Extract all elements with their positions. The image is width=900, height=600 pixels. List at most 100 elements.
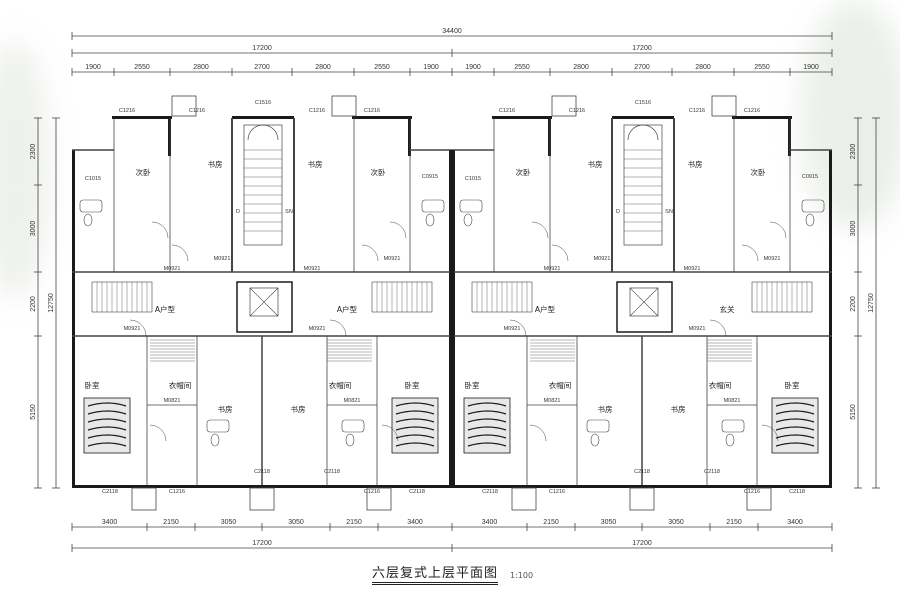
partition xyxy=(249,287,279,317)
balcony-box xyxy=(171,95,197,117)
room-label: 次卧 xyxy=(136,167,151,177)
toilet xyxy=(590,433,600,447)
door-swing xyxy=(361,244,379,262)
toilet xyxy=(463,213,473,227)
bed-pattern xyxy=(775,426,815,431)
bottom-segment-dimension-label: 3050 xyxy=(221,519,237,526)
toilet xyxy=(425,213,435,227)
left-side-dimension-label: 2200 xyxy=(30,296,37,312)
segment-dimension-label: 2700 xyxy=(254,64,270,71)
wall xyxy=(452,485,832,488)
segment-dimension-label: 2550 xyxy=(134,64,150,71)
bed-pattern xyxy=(775,434,815,439)
wall xyxy=(829,150,832,488)
bed-pattern xyxy=(87,402,127,407)
room-label: 书房 xyxy=(308,159,323,169)
bed-pattern xyxy=(87,442,127,447)
bottom-segment-dimension-label: 3400 xyxy=(482,519,498,526)
opening-code: C1015 xyxy=(85,176,101,182)
door-swing xyxy=(741,244,759,262)
bed-pattern xyxy=(467,426,507,431)
opening-code: C2118 xyxy=(704,469,720,475)
right-side-dimension-label: 3000 xyxy=(850,221,857,237)
bathtub xyxy=(459,199,483,213)
room-label: 玄关 xyxy=(720,304,735,314)
wall xyxy=(408,116,411,156)
partition xyxy=(629,287,659,317)
door-swing xyxy=(149,424,167,442)
room-label: A户型 xyxy=(337,304,358,314)
toilet xyxy=(83,213,93,227)
wall xyxy=(72,150,75,488)
opening-code: C2118 xyxy=(102,489,118,495)
door-swing xyxy=(531,221,549,239)
bed-pattern xyxy=(775,418,815,423)
bottom-segment-dimension-label: 3400 xyxy=(102,519,118,526)
door-swing xyxy=(509,319,527,337)
room-label: 卧室 xyxy=(785,380,800,390)
room-label: 卧室 xyxy=(405,380,420,390)
opening-code: C1216 xyxy=(364,108,380,114)
opening-code: C0915 xyxy=(802,174,818,180)
segment-dimension-label: 2550 xyxy=(514,64,530,71)
opening-code: C1015 xyxy=(465,176,481,182)
door-swing xyxy=(389,221,407,239)
balcony-box xyxy=(131,487,157,511)
wall xyxy=(112,116,172,119)
bottom-segment-dimension-label: 3050 xyxy=(288,519,304,526)
opening-code: M0921 xyxy=(544,266,561,272)
segment-dimension-label: 2800 xyxy=(315,64,331,71)
opening-code: M0821 xyxy=(544,398,561,404)
bottom-segment-dimension-label: 2150 xyxy=(163,519,179,526)
wall xyxy=(232,116,294,119)
right-side-dimension-label: 2300 xyxy=(850,144,857,160)
right-total-dimension-label: 12750 xyxy=(868,293,875,313)
opening-code: M0921 xyxy=(384,256,401,262)
wall xyxy=(352,116,412,119)
door-swing xyxy=(761,424,779,442)
wall xyxy=(548,116,551,156)
opening-code: M0921 xyxy=(764,256,781,262)
opening-code: M0921 xyxy=(304,266,321,272)
bed-pattern xyxy=(467,402,507,407)
opening-code: C2118 xyxy=(634,469,650,475)
door-swing xyxy=(151,221,169,239)
bottom-segment-dimension-label: 3400 xyxy=(407,519,423,526)
stair-label-dn: D xyxy=(236,209,240,215)
stair-curve xyxy=(247,124,279,141)
door-swing xyxy=(381,424,399,442)
door-swing xyxy=(129,319,147,337)
opening-code: C2118 xyxy=(409,489,425,495)
door-swing xyxy=(171,244,189,262)
segment-dimension-label: 1900 xyxy=(423,64,439,71)
opening-code: M0821 xyxy=(164,398,181,404)
bed-pattern xyxy=(395,402,435,407)
party-wall xyxy=(450,150,454,488)
bed-pattern xyxy=(467,418,507,423)
bathtub xyxy=(721,419,745,433)
room-label: A户型 xyxy=(155,304,176,314)
room-label: 卧室 xyxy=(85,380,100,390)
bottom-segment-dimension-label: 3050 xyxy=(601,519,617,526)
segment-dimension-label: 1900 xyxy=(465,64,481,71)
opening-code: C0915 xyxy=(422,174,438,180)
opening-code: M0821 xyxy=(724,398,741,404)
opening-code: C1216 xyxy=(189,108,205,114)
opening-code: C1216 xyxy=(569,108,585,114)
segment-dimension-label: 2700 xyxy=(634,64,650,71)
bed-pattern xyxy=(395,434,435,439)
bed-pattern xyxy=(467,410,507,415)
half-dimension-label: 17200 xyxy=(632,45,652,52)
bed-pattern xyxy=(775,402,815,407)
opening-code: M0921 xyxy=(504,326,521,332)
toilet xyxy=(210,433,220,447)
door-swing xyxy=(551,244,569,262)
room-label: 书房 xyxy=(598,404,613,414)
bed-pattern xyxy=(395,426,435,431)
opening-code: C1216 xyxy=(169,489,185,495)
segment-dimension-label: 2800 xyxy=(193,64,209,71)
stair xyxy=(243,124,283,246)
